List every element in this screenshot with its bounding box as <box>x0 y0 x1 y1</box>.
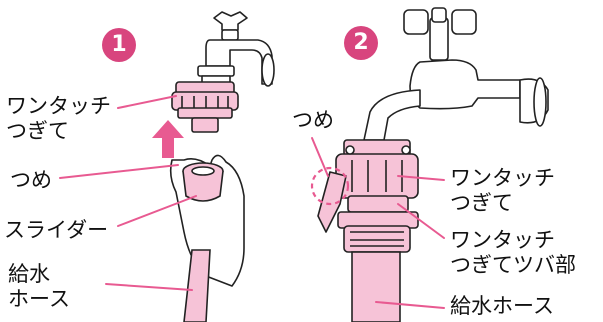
left-coupler-label-line-1: ワンタッチ <box>6 94 111 119</box>
right-hose <box>352 252 400 322</box>
leader-left-hose <box>106 284 192 290</box>
up-arrow <box>152 120 184 158</box>
step-marker-2: 2 <box>344 26 378 60</box>
right-faucet-handle <box>404 8 476 60</box>
right-coupler-label-line-2: つぎて <box>450 191 555 216</box>
left-coupler <box>172 82 238 132</box>
left-faucet <box>198 40 274 86</box>
right-coupler-label: ワンタッチ つぎて <box>450 166 555 216</box>
right-flange-label-line-1: ワンタッチ <box>450 228 576 253</box>
left-hose <box>184 250 210 322</box>
step-marker-1: 1 <box>102 28 136 62</box>
left-slider <box>183 163 223 201</box>
left-hose-label-line-1: 給水 <box>8 262 70 287</box>
leader-left-claw <box>60 165 178 178</box>
left-coupler-label-line-2: つぎて <box>6 119 111 144</box>
left-hose-label: 給水 ホース <box>8 262 70 312</box>
right-flange-label-line-2: つぎてツバ部 <box>450 253 576 278</box>
right-hose-label: 給水ホース <box>450 294 554 319</box>
left-coupler-label: ワンタッチ つぎて <box>6 94 111 144</box>
left-faucet-handle <box>214 12 247 40</box>
right-coupler-label-line-1: ワンタッチ <box>450 166 555 191</box>
right-flange-label: ワンタッチ つぎてツバ部 <box>450 228 576 278</box>
right-claw-label: つめ <box>292 108 334 133</box>
right-faucet <box>364 60 548 140</box>
leader-left-coupler <box>118 96 176 108</box>
left-claw-label: つめ <box>10 168 52 193</box>
left-slider-label: スライダー <box>4 218 108 243</box>
left-hose-label-line-2: ホース <box>8 287 70 312</box>
